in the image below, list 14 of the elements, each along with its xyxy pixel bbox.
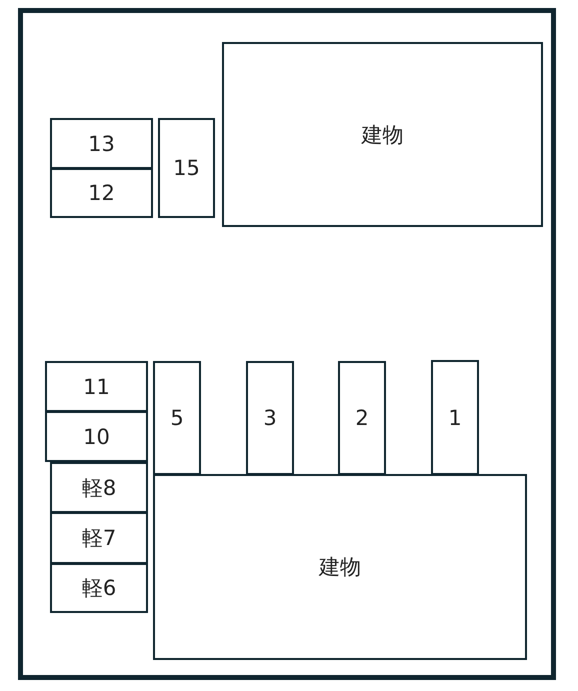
building: 建物 (222, 42, 543, 227)
parking-space: 15 (158, 118, 215, 218)
parking-space: 軽7 (50, 512, 148, 564)
building: 建物 (153, 474, 527, 660)
parking-space: 10 (45, 411, 148, 462)
parking-space: 5 (153, 361, 201, 475)
parking-space: 11 (45, 361, 148, 412)
parking-space: 13 (50, 118, 153, 169)
parking-space: 1 (431, 360, 479, 475)
parking-space: 軽6 (50, 563, 148, 613)
parking-space: 12 (50, 168, 153, 218)
parking-space: 軽8 (50, 462, 148, 513)
parking-space: 3 (246, 361, 294, 475)
parking-space: 2 (338, 361, 386, 475)
